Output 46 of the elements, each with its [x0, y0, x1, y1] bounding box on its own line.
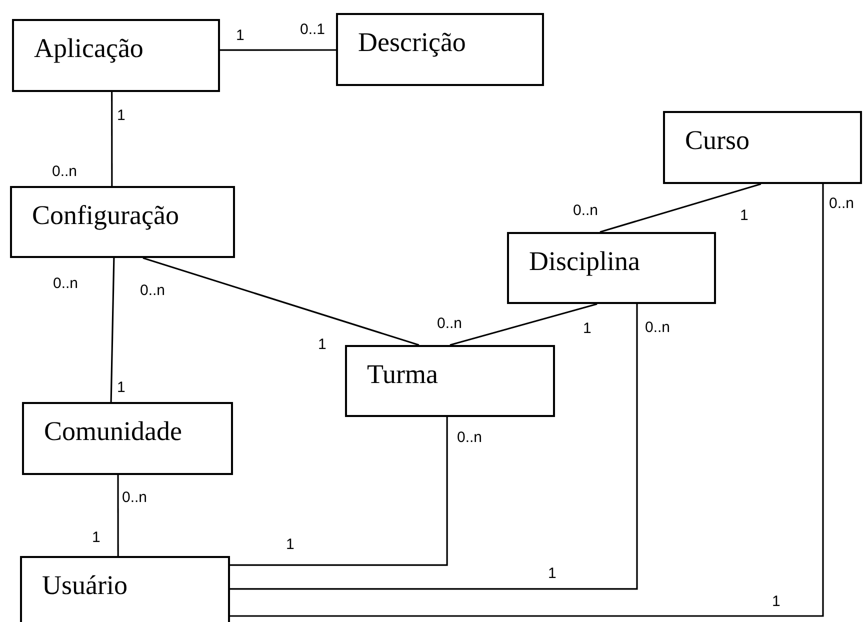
multiplicity-label: 0..n — [140, 283, 166, 298]
multiplicity-label: 1 — [740, 208, 748, 223]
connector-line — [220, 49, 336, 51]
connector-line — [111, 92, 113, 186]
multiplicity-label: 1 — [236, 28, 244, 43]
connector-line — [142, 257, 420, 346]
multiplicity-label: 0..n — [457, 430, 482, 445]
entity-name: Usuário — [42, 570, 128, 601]
entity-box — [12, 19, 220, 92]
multiplicity-label: 1 — [117, 380, 126, 395]
multiplicity-label: 0..n — [437, 316, 462, 331]
connector-line — [450, 303, 598, 346]
connector-line — [110, 258, 115, 402]
entity-box — [336, 13, 544, 86]
connector-line — [230, 417, 448, 566]
entity-name: Curso — [685, 125, 750, 156]
connector-line — [230, 304, 638, 590]
multiplicity-label: 0..n — [645, 320, 670, 335]
connector-line — [600, 183, 762, 233]
multiplicity-label: 1 — [286, 537, 294, 552]
entity-box — [345, 345, 555, 417]
entity-box — [20, 556, 230, 622]
multiplicity-label: 1 — [583, 321, 592, 336]
connector-line — [230, 184, 824, 617]
multiplicity-label: 0..1 — [300, 22, 326, 37]
multiplicity-label: 0..n — [52, 164, 78, 179]
multiplicity-label: 1 — [92, 530, 100, 545]
entity-box — [10, 186, 235, 258]
multiplicity-label: 1 — [117, 108, 126, 123]
multiplicity-label: 1 — [318, 337, 326, 352]
multiplicity-label: 0..n — [122, 490, 148, 505]
multiplicity-label: 1 — [772, 594, 780, 609]
entity-name: Descrição — [358, 27, 466, 58]
entity-box — [507, 232, 716, 304]
connector-line — [117, 475, 119, 556]
entity-box — [663, 111, 862, 184]
multiplicity-label: 0..n — [829, 196, 854, 211]
entity-name: Comunidade — [44, 416, 182, 447]
entity-box — [22, 402, 233, 475]
multiplicity-label: 0..n — [573, 203, 598, 218]
entity-name: Configuração — [32, 200, 179, 231]
multiplicity-label: 1 — [548, 566, 556, 581]
entity-name: Turma — [367, 359, 438, 390]
multiplicity-label: 0..n — [53, 276, 78, 291]
entity-name: Disciplina — [529, 246, 640, 277]
entity-name: Aplicação — [34, 33, 144, 64]
